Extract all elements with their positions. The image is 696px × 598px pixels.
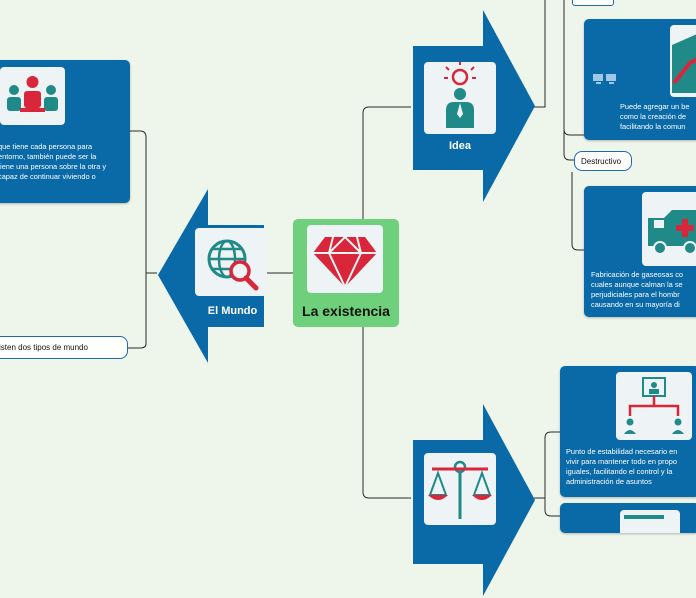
lightbulb-person-icon [424, 62, 496, 134]
constructive-note[interactable]: Puede agregar un be como la creación de … [584, 19, 696, 140]
org-chart-icon [616, 372, 692, 440]
ambulance-icon [642, 192, 696, 266]
document-icon [620, 510, 680, 533]
justicia-note[interactable]: Punto de estabilidad necesario en vivir … [560, 366, 696, 497]
mundo-note[interactable]: que tiene cada persona para entorno, tam… [0, 60, 130, 203]
destructive-label[interactable]: Destructivo [574, 151, 632, 171]
destructive-label-text: Destructivo [581, 156, 622, 166]
constructive-label[interactable] [572, 0, 614, 6]
mundo-title[interactable]: El Mundo [207, 305, 258, 317]
mundo-note-text: que tiene cada persona para entorno, tam… [0, 142, 107, 181]
justicia-next-note[interactable] [560, 503, 696, 533]
central-title: La existencia [302, 303, 390, 319]
globe-search-icon [195, 228, 267, 296]
gem-icon [307, 225, 383, 293]
central-node[interactable]: La existencia [293, 219, 399, 327]
connector-lines [128, 0, 586, 517]
idea-title[interactable]: Idea [448, 140, 471, 152]
justicia-note-text: Punto de estabilidad necesario en vivir … [566, 447, 678, 486]
mundo-types-text: isten dos tipos de mundo [0, 343, 88, 352]
mundo-types-label[interactable]: isten dos tipos de mundo [0, 336, 128, 359]
chart-up-icon [670, 25, 696, 97]
computers-icon [592, 72, 618, 90]
constructive-text: Puede agregar un be como la creación de … [620, 102, 690, 131]
destructive-text: Fabricación de gaseosas co cuales aunque… [591, 270, 684, 309]
scales-icon [424, 453, 496, 525]
destructive-note[interactable]: Fabricación de gaseosas co cuales aunque… [584, 186, 696, 317]
meeting-icon [0, 67, 65, 125]
